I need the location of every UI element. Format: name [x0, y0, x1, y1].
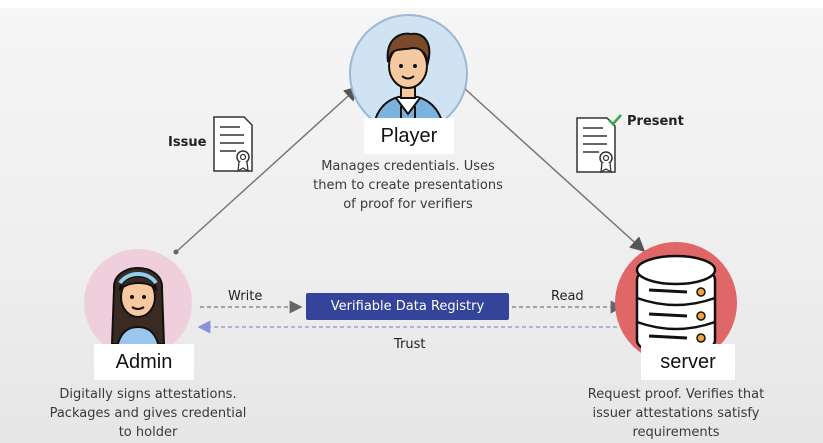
player-avatar — [349, 14, 468, 133]
database-server-icon — [635, 254, 717, 350]
person-with-hoodie-icon — [371, 32, 446, 131]
server-description: Request proof. Verifies that issuer atte… — [587, 387, 765, 440]
certificate-document-icon — [213, 116, 253, 173]
admin-description: Digitally signs attestations. Packages a… — [49, 387, 247, 440]
write-label: Write — [228, 289, 263, 304]
present-label: Present — [627, 114, 684, 129]
admin-label: Admin — [94, 344, 194, 380]
server-label: server — [641, 344, 735, 380]
woman-with-headband-icon — [110, 267, 166, 357]
player-description: Manages credentials. Uses them to create… — [313, 159, 503, 212]
read-label: Read — [551, 289, 584, 304]
issue-connector — [175, 85, 360, 253]
server-avatar — [615, 242, 737, 364]
verifiable-data-registry: Verifiable Data Registry — [306, 293, 509, 320]
verified-certificate-document-icon — [576, 114, 622, 174]
top-bar — [0, 0, 823, 8]
player-label: Player — [364, 118, 454, 154]
trust-label: Trust — [394, 337, 426, 352]
issue-label: Issue — [168, 135, 207, 150]
present-connector — [463, 87, 646, 253]
admin-avatar — [84, 249, 192, 357]
